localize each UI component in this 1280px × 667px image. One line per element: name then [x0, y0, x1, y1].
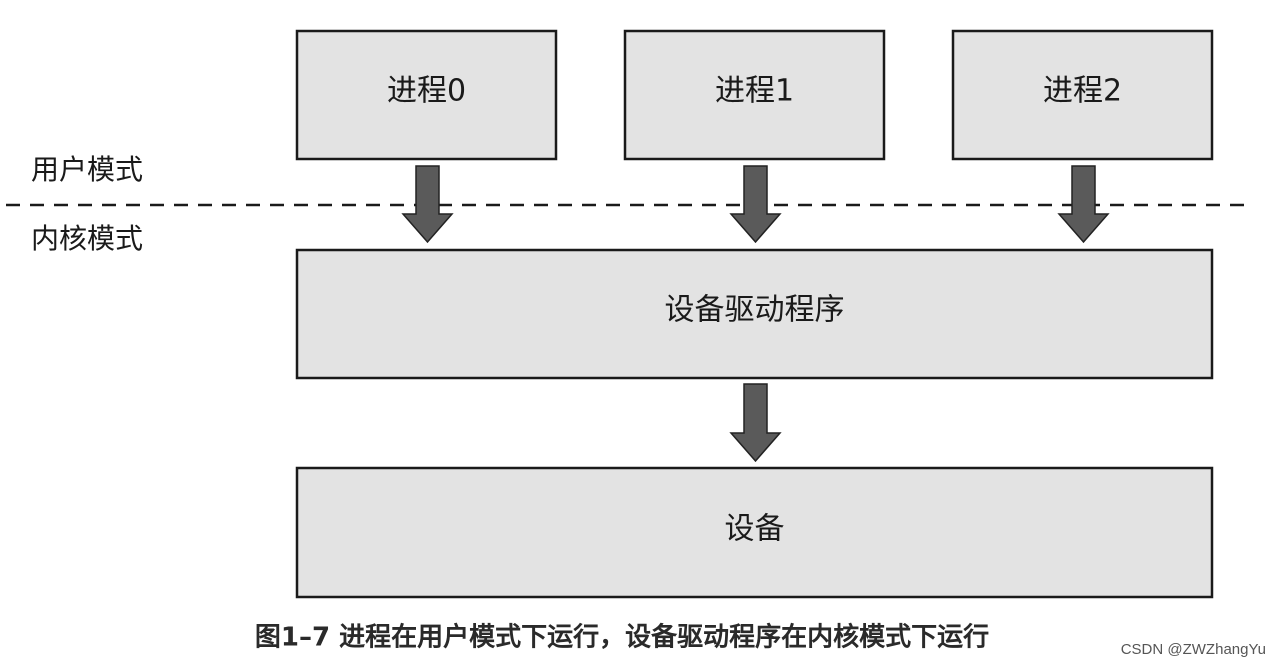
arrow-process-0-to-driver: [401, 165, 454, 244]
process-1-box: [623, 29, 886, 161]
process-0-label: 进程0: [387, 74, 466, 109]
device-box: [295, 466, 1214, 599]
user-mode-label: 用户模式: [31, 153, 143, 186]
driver-label: 设备驱动程序: [665, 293, 845, 328]
process-2-box: [951, 29, 1214, 161]
process-2-label: 进程2: [1043, 74, 1122, 109]
figure-caption: 图1–7 进程在用户模式下运行，设备驱动程序在内核模式下运行: [255, 622, 989, 653]
process-0-box: [295, 29, 558, 161]
process-1-label: 进程1: [715, 74, 794, 109]
device-node: 设备: [295, 466, 1214, 599]
arrow-driver-to-device: [729, 383, 782, 463]
kernel-mode-label: 内核模式: [31, 222, 143, 255]
device-label: 设备: [725, 512, 785, 547]
process-node-0: 进程0: [295, 29, 558, 161]
process-node-2: 进程2: [951, 29, 1214, 161]
watermark-text: CSDN @ZWZhangYu: [1121, 641, 1266, 658]
arrow-process-1-to-driver: [729, 165, 782, 244]
driver-box: [295, 248, 1214, 380]
driver-node: 设备驱动程序: [295, 248, 1214, 380]
arrow-process-2-to-driver: [1057, 165, 1110, 244]
process-node-1: 进程1: [623, 29, 886, 161]
